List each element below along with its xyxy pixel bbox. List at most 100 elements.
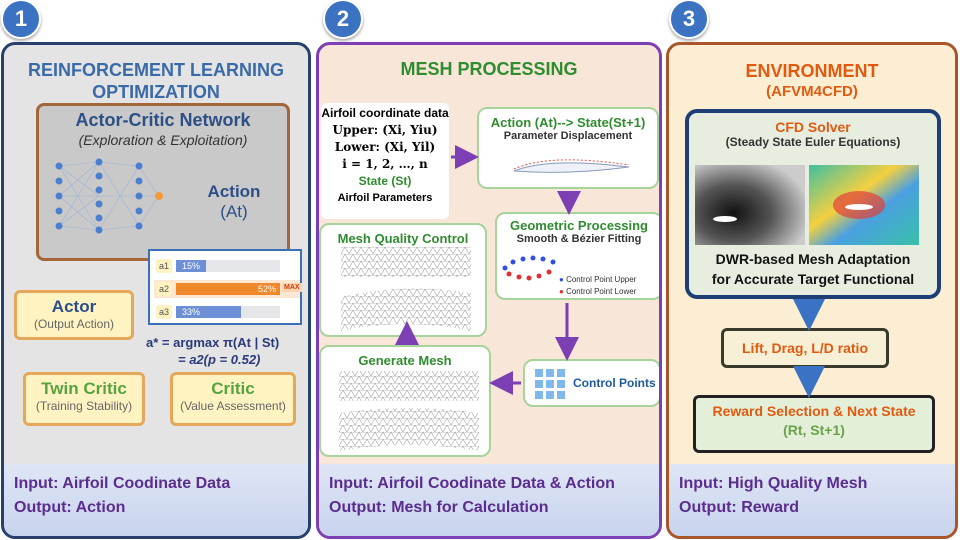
- lower-dot-icon: ●: [559, 287, 564, 296]
- panel1-title-line2: OPTIMIZATION: [92, 82, 220, 102]
- control-points-title: Control Points: [573, 376, 656, 390]
- actor-critic-network-box: Actor-Critic Network (Exploration & Expl…: [36, 103, 290, 261]
- network-title: Actor-Critic Network: [75, 110, 251, 130]
- env-flow-arrows: [793, 299, 825, 398]
- action-probability-card: a1 15% a2 52% MAX a3 33%: [148, 249, 302, 325]
- airfoil-index: i = 1, 2, …, n: [342, 157, 428, 171]
- legend-lower-label: Control Point Lower: [566, 287, 637, 296]
- adapt-line1: DWR-based Mesh Adaptation: [715, 251, 911, 267]
- cfd-title: CFD Solver: [775, 119, 851, 135]
- control-points-box: Control Points: [523, 359, 659, 407]
- panel2-footer-input: Input: Airfoil Coodinate Data & Action: [329, 475, 615, 492]
- twin-critic-subtitle: (Training Stability): [35, 399, 133, 413]
- geometric-processing-box: Geometric Processing Smooth & Bézier Fit…: [495, 212, 659, 300]
- lift-drag-label: Lift, Drag, L/D ratio: [742, 340, 868, 356]
- rl-optimization-panel: REINFORCEMENT LEARNING OPTIMIZATION Acto…: [1, 42, 311, 539]
- panel3-footer-output: Output: Reward: [679, 499, 799, 516]
- argmax-equation: a* = argmax π(At | St) = a2(p = 0.52): [146, 334, 308, 368]
- adapt-line2: for Accurate Target Functional: [711, 271, 915, 287]
- mesh-processing-panel: MESH PROCESSING Airfoil coordinate data …: [316, 42, 662, 539]
- panel3-footer: Input: High Quality Mesh Output: Reward: [669, 464, 955, 536]
- airfoil-displacement-icon: [513, 159, 630, 173]
- action-state-box: Action (At)--> State(St+1) Parameter Dis…: [477, 107, 659, 189]
- mesh-flow-arrows: [395, 145, 581, 395]
- reward-title: Reward Selection & Next State: [712, 403, 916, 419]
- prob-bar-fill: [176, 306, 241, 318]
- panel2-title: MESH PROCESSING: [400, 59, 578, 79]
- bezier-control-points-icon: [502, 255, 556, 281]
- prob-bar-percent: 15%: [182, 261, 201, 271]
- max-tag: MAX: [282, 283, 302, 292]
- prob-bar-track: 52%: [176, 283, 280, 295]
- prob-bar-label: a2: [156, 282, 172, 296]
- geo-legend: ● Control Point Upper ● Control Point Lo…: [559, 274, 636, 298]
- panel1-footer-output: Output: Action: [14, 499, 126, 516]
- airfoil-state: State (St): [358, 174, 412, 188]
- reward-symbol: (Rt, St+1): [783, 422, 845, 438]
- prob-bar-row: a2 52% MAX: [154, 280, 302, 298]
- equation-line2: = a2(p = 0.52): [178, 352, 261, 367]
- panel2-footer: Input: Airfoil Coodinate Data & Action O…: [319, 464, 659, 536]
- legend-lower: ● Control Point Lower: [559, 286, 636, 298]
- action-symbol: (At): [220, 202, 248, 221]
- prob-bar-percent: 33%: [182, 307, 201, 317]
- prob-bar-row: a3 33%: [154, 303, 300, 321]
- cfd-subtitle: (Steady State Euler Equations): [725, 135, 901, 149]
- airfoil-line1: Airfoil coordinate data: [321, 106, 449, 120]
- upper-dot-icon: ●: [559, 275, 564, 284]
- prob-bar-label: a3: [156, 305, 172, 319]
- panel1-title: REINFORCEMENT LEARNING OPTIMIZATION: [4, 59, 308, 103]
- geo-title: Geometric Processing: [510, 218, 648, 233]
- action-state-title: Action (At)--> State(St+1): [490, 115, 646, 130]
- panel1-footer-input: Input: Airfoil Coodinate Data: [14, 475, 231, 492]
- critic-subtitle: (Value Assessment): [180, 399, 286, 413]
- neural-network-icon: [55, 158, 163, 234]
- prob-bar-row: a1 15%: [154, 257, 300, 275]
- airfoil-params: Airfoil Parameters: [337, 192, 433, 204]
- prob-bar-fill: [176, 260, 206, 272]
- prob-bar-track: 15%: [176, 260, 280, 272]
- twin-critic-title: Twin Critic: [41, 379, 127, 398]
- mesh-quality-title: Mesh Quality Control: [337, 231, 469, 246]
- prob-bar-label: a1: [156, 259, 172, 273]
- actor-subtitle: (Output Action): [33, 317, 115, 331]
- prob-bar-fill: [176, 283, 280, 295]
- panel3-footer-input: Input: High Quality Mesh: [679, 475, 868, 492]
- mesh-output-icon: [339, 371, 479, 451]
- action-label-text: Action: [207, 182, 261, 201]
- prob-bar-percent: 52%: [257, 284, 276, 294]
- critic-box: Critic (Value Assessment): [170, 372, 296, 426]
- generate-mesh-box: Generate Mesh: [319, 345, 491, 457]
- panel2-footer-output: Output: Mesh for Calculation: [329, 499, 549, 516]
- cfd-solver-box: CFD Solver (Steady State Euler Equations…: [685, 109, 941, 299]
- mesh-adaptation-image: [695, 165, 805, 245]
- panel3-subtitle: (AFVM4CFD): [766, 83, 858, 100]
- critic-title: Critic: [211, 379, 255, 398]
- environment-panel: ENVIRONMENT (AFVM4CFD) CFD Solver (Stead…: [666, 42, 958, 539]
- legend-upper: ● Control Point Upper: [559, 274, 636, 286]
- airfoil-lower: Lower: (Xi, Yil): [334, 140, 436, 154]
- panel1-title-line1: REINFORCEMENT LEARNING: [28, 60, 284, 80]
- geo-subtitle: Smooth & Bézier Fitting: [516, 233, 642, 245]
- generate-mesh-title: Generate Mesh: [358, 353, 452, 368]
- legend-upper-label: Control Point Upper: [566, 275, 637, 284]
- cfd-flowfield-image: [809, 165, 919, 245]
- network-subtitle: (Exploration & Exploitation): [78, 132, 248, 148]
- twin-critic-box: Twin Critic (Training Stability): [23, 372, 145, 426]
- action-label: Action (At): [189, 182, 279, 222]
- step-1-badge: 1: [1, 0, 41, 39]
- panel1-footer: Input: Airfoil Coodinate Data Output: Ac…: [4, 464, 308, 536]
- mesh-quality-control-box: Mesh Quality Control: [319, 223, 487, 337]
- mesh-adaptation-text: DWR-based Mesh Adaptation for Accurate T…: [689, 249, 937, 289]
- control-points-grid-icon: [535, 369, 565, 399]
- airfoil-coordinate-box: Airfoil coordinate data Upper: (Xi, Yiu)…: [321, 103, 449, 219]
- mesh-grid-icon: [341, 247, 471, 331]
- panel3-title: ENVIRONMENT: [745, 61, 879, 81]
- actor-box: Actor (Output Action): [14, 290, 134, 340]
- prob-bar-track: 33%: [176, 306, 280, 318]
- equation-line1: a* = argmax π(At | St): [146, 335, 280, 350]
- airfoil-upper: Upper: (Xi, Yiu): [332, 123, 438, 137]
- actor-title: Actor: [51, 297, 97, 316]
- step-3-badge: 3: [669, 0, 709, 39]
- step-2-badge: 2: [323, 0, 363, 39]
